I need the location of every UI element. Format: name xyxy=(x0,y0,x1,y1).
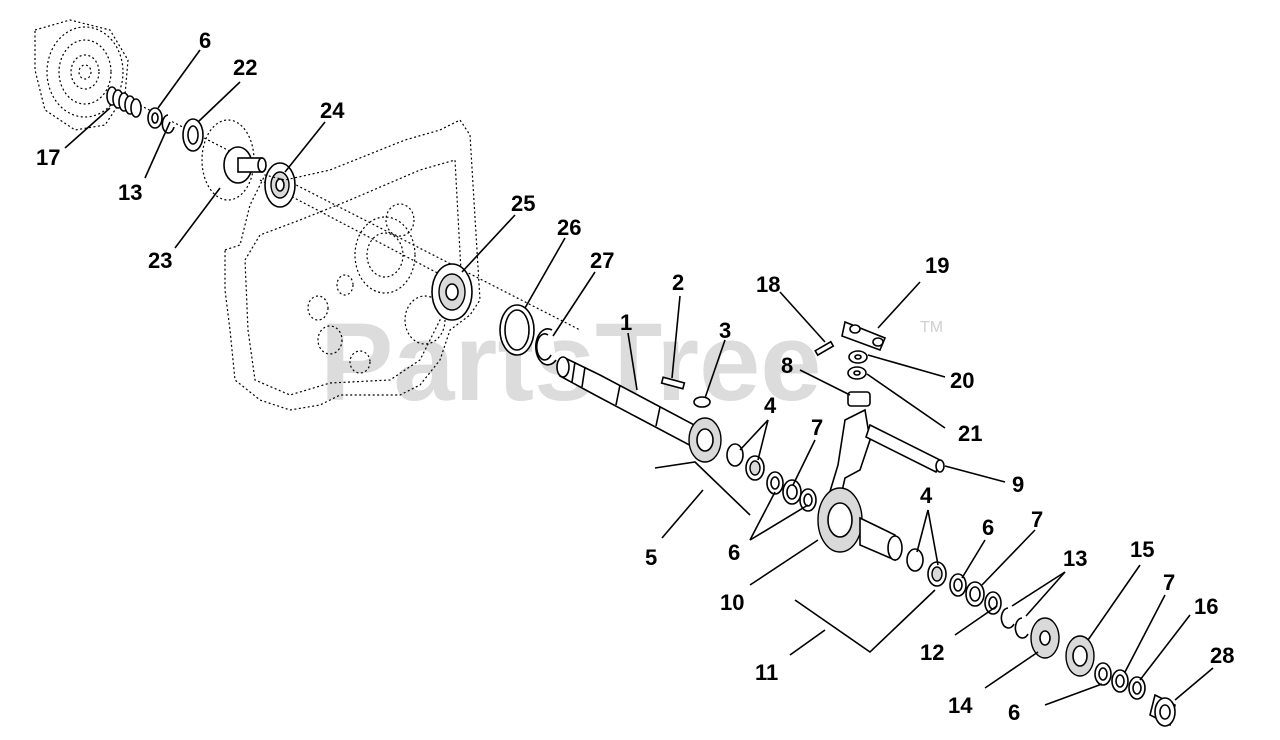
watermark-trademark: TM xyxy=(920,319,943,336)
bushing-part-28 xyxy=(1149,693,1176,727)
callout-6: 6 xyxy=(982,515,994,540)
callout-labels: 6 22 24 17 13 23 25 26 27 2 1 3 18 19 8 … xyxy=(36,28,1234,725)
callout-9: 9 xyxy=(1012,472,1024,497)
washer-part-6-7-mid xyxy=(766,471,817,512)
washer-part-20 xyxy=(848,350,868,364)
callout-20: 20 xyxy=(950,368,974,393)
key-part-3 xyxy=(693,396,711,408)
bearing-part-25 xyxy=(431,263,473,321)
callout-4: 4 xyxy=(920,483,933,508)
callout-6: 6 xyxy=(1008,700,1020,725)
washer-part-6-7-lower xyxy=(949,573,1002,615)
link-plate-part-19 xyxy=(841,320,887,352)
callout-11: 11 xyxy=(755,660,778,685)
callout-14: 14 xyxy=(948,693,973,718)
callout-1: 1 xyxy=(620,310,632,335)
callout-7: 7 xyxy=(1163,570,1175,595)
callout-6: 6 xyxy=(728,540,740,565)
key-part-2 xyxy=(660,376,686,390)
retaining-ring-part-13-top xyxy=(161,114,175,134)
bearing-part-24 xyxy=(264,162,296,208)
transmission-housing xyxy=(224,119,481,411)
callout-5: 5 xyxy=(645,545,657,570)
callout-7: 7 xyxy=(811,415,823,440)
callout-13: 13 xyxy=(118,180,142,205)
bearing-part-4-lower xyxy=(906,548,947,587)
callout-24: 24 xyxy=(320,98,345,123)
callout-21: 21 xyxy=(958,421,982,446)
spring-part-17 xyxy=(106,86,142,118)
retaining-ring-part-13-lower xyxy=(1000,607,1029,639)
pulley-cover xyxy=(34,19,129,131)
gear-part-15 xyxy=(1065,635,1095,677)
callout-8: 8 xyxy=(781,353,793,378)
leader-lines xyxy=(64,49,1214,706)
sprocket-part-14 xyxy=(1030,617,1060,659)
gear-part-5 xyxy=(688,417,722,463)
shift-fork-part-8 xyxy=(826,391,871,501)
retaining-ring-part-27 xyxy=(534,328,557,366)
snap-ring-part-26 xyxy=(499,304,535,356)
callout-12: 12 xyxy=(920,640,944,665)
gear-part-10 xyxy=(817,487,903,562)
callout-6: 6 xyxy=(199,28,211,53)
callout-15: 15 xyxy=(1130,537,1154,562)
callout-18: 18 xyxy=(756,272,780,297)
callout-2: 2 xyxy=(672,270,684,295)
callout-4: 4 xyxy=(764,393,777,418)
callout-13: 13 xyxy=(1063,546,1087,571)
callout-28: 28 xyxy=(1210,643,1234,668)
shift-rod-part-9 xyxy=(865,423,945,474)
washer-part-21 xyxy=(847,366,867,380)
flange-part-23 xyxy=(201,119,267,201)
washer-part-6-7-16-bottom xyxy=(1094,662,1146,700)
seal-part-22 xyxy=(182,118,204,152)
callout-16: 16 xyxy=(1194,594,1218,619)
callout-23: 23 xyxy=(148,248,172,273)
washer-part-6-top xyxy=(147,107,163,129)
bearing-part-4-upper xyxy=(726,443,765,481)
callout-27: 27 xyxy=(590,248,614,273)
callout-22: 22 xyxy=(233,55,257,80)
callout-17: 17 xyxy=(36,145,60,170)
callout-7: 7 xyxy=(1031,507,1043,532)
callout-10: 10 xyxy=(720,590,744,615)
pin-part-18 xyxy=(814,340,835,357)
callout-19: 19 xyxy=(925,253,949,278)
callout-25: 25 xyxy=(511,191,535,216)
callout-26: 26 xyxy=(557,215,581,240)
callout-3: 3 xyxy=(719,318,731,343)
